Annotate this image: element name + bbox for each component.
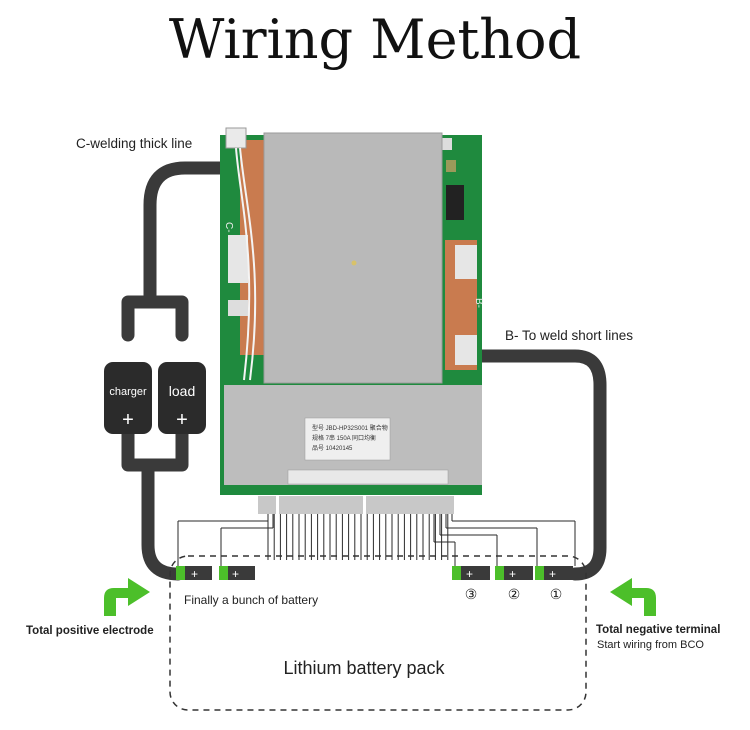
charger-plus: + (122, 409, 134, 431)
negative-arrow-icon (610, 578, 656, 616)
cell-marker-3: ③ (465, 586, 478, 602)
charger-device: charger + (104, 362, 152, 434)
wire-connector (225, 127, 247, 149)
cell-1: + (535, 566, 573, 581)
cell-marker-2: ② (508, 586, 521, 602)
b-weld-label: B- To weld short lines (505, 328, 633, 343)
charger-branch-bottom (121, 423, 189, 472)
product-label-line3: 品号 10420145 (312, 445, 353, 452)
product-label-line1: 型号 JBD-HP32S001 聚合物 (312, 424, 388, 432)
charger-label: charger (109, 386, 147, 398)
balance-wires (177, 514, 576, 566)
cell-marker-1: ① (550, 586, 563, 602)
page-title: Wiring Method (169, 8, 581, 71)
battery-pack: Lithium battery pack (169, 555, 587, 711)
product-label (304, 417, 391, 461)
positive-arrow-icon (104, 578, 150, 616)
pack-label: Lithium battery pack (283, 658, 445, 678)
c-minus-cable (143, 161, 247, 302)
load-plus: + (176, 409, 188, 431)
load-device: load + (158, 362, 206, 434)
cells: + + + + + (176, 566, 573, 581)
total-positive-label: Total positive electrode (26, 625, 154, 637)
cell-final-1: + (176, 566, 212, 581)
cell-final-2: + (219, 566, 255, 581)
charger-branch-top (121, 295, 189, 342)
total-negative-label: Total negative terminal (596, 624, 720, 636)
finally-bunch-label: Finally a bunch of battery (184, 593, 318, 607)
balance-terminal-strips (258, 496, 454, 514)
svg-text:+: + (549, 567, 556, 581)
svg-text:+: + (191, 567, 198, 581)
c-welding-label: C-welding thick line (76, 136, 192, 151)
heatsink (264, 133, 442, 383)
start-wiring-label: Start wiring from BCO (597, 639, 704, 651)
load-label: load (169, 383, 195, 399)
b-minus-silk: B- (473, 298, 484, 308)
cell-3: + (452, 566, 490, 581)
svg-text:+: + (509, 567, 516, 581)
product-label-line2: 规格 7串 150A 同口均衡 (312, 434, 376, 442)
svg-text:+: + (466, 567, 473, 581)
c-minus-silk: C- (223, 222, 234, 233)
cell-2: + (495, 566, 533, 581)
thick-cables (121, 161, 607, 581)
b-minus-cable (471, 349, 607, 581)
positive-cable (141, 458, 185, 581)
balance-connector (287, 469, 449, 485)
bms-board: C- B- 型号 JBD-HP32S001 聚合物 规格 7串 150A 同口均… (220, 127, 484, 495)
svg-text:+: + (232, 567, 239, 581)
